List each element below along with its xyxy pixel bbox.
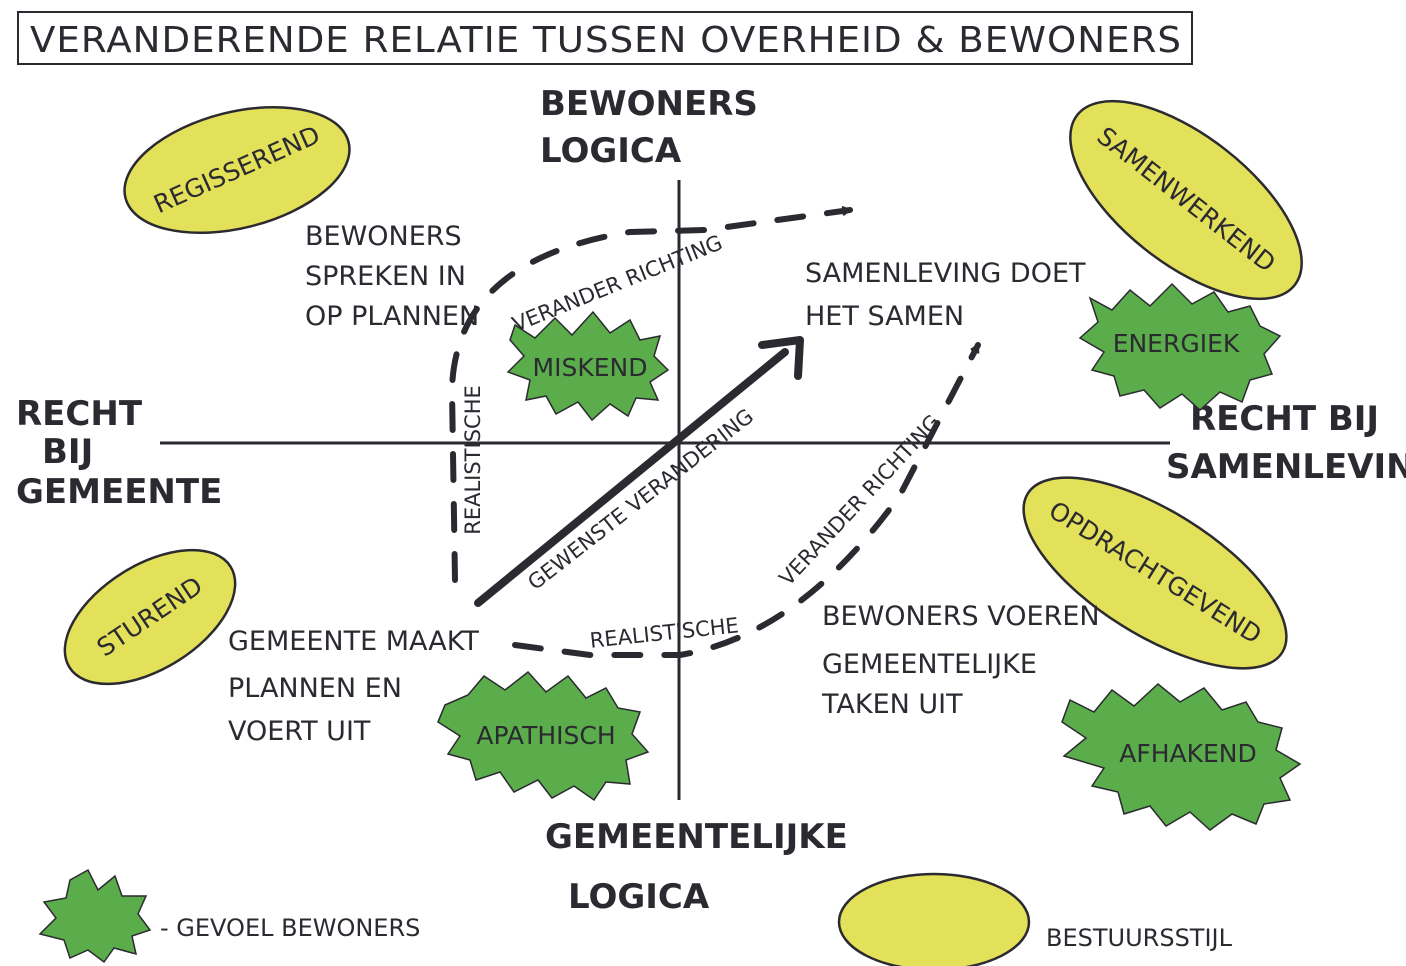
resident-feeling-apathisch: APATHISCH	[437, 670, 650, 802]
axis-label-top-line1: BEWONERS	[540, 84, 758, 124]
note-line: GEMEENTE MAAKT	[228, 626, 479, 657]
resident-feeling-label: APATHISCH	[476, 721, 615, 750]
note-line: BEWONERS VOEREN	[822, 601, 1100, 632]
axis-label-bottom-line2: LOGICA	[568, 877, 710, 917]
axis-label-left-line1: RECHT	[16, 394, 143, 434]
axis-label-left-line3: GEMEENTE	[16, 472, 222, 512]
legend-feeling-label: - GEVOEL BEWONERS	[160, 914, 420, 942]
note-line: SPREKEN IN	[305, 261, 466, 292]
realistic-path-upper-label-curve: VERANDER RICHTING	[509, 230, 726, 336]
axis-label-bottom-line1: GEMEENTELIJKE	[545, 817, 848, 857]
note-top-left: BEWONERS SPREKEN IN OP PLANNEN	[305, 221, 479, 332]
note-line: HET SAMEN	[805, 301, 964, 332]
governance-style-samenwerkend: SAMENWERKEND	[1069, 99, 1303, 301]
resident-feeling-miskend: MISKEND	[506, 310, 670, 422]
note-line: GEMEENTELIJKE	[822, 649, 1037, 680]
axis-label-left-line2: BIJ	[42, 432, 93, 472]
note-line: OP PLANNEN	[305, 301, 479, 332]
legend-feeling: - GEVOEL BEWONERS	[38, 868, 420, 964]
note-top-right: SAMENLEVING DOET HET SAMEN	[805, 258, 1086, 332]
realistic-path-lower	[512, 342, 981, 658]
governance-style-sturend: STUREND	[63, 548, 237, 686]
axis-label-top-line2: LOGICA	[540, 131, 682, 171]
note-line: TAKEN UIT	[821, 689, 963, 720]
legend-feeling-swatch	[38, 868, 152, 964]
diagram-title: VERANDERENDE RELATIE TUSSEN OVERHEID & B…	[30, 20, 1182, 61]
axis-label-right-line2: SAMENLEVING	[1166, 447, 1406, 487]
legend-style-label: BESTUURSSTIJL	[1046, 924, 1233, 952]
realistic-path-lower-label-curve: VERANDER RICHTING	[775, 410, 946, 590]
legend-style: BESTUURSSTIJL	[837, 872, 1233, 966]
legend-style-swatch	[837, 872, 1031, 966]
note-bottom-left: GEMEENTE MAAKT PLANNEN EN VOERT UIT	[228, 626, 479, 747]
note-line: VOERT UIT	[228, 716, 371, 747]
note-line: SAMENLEVING DOET	[805, 258, 1086, 289]
resident-feeling-label: AFHAKEND	[1119, 739, 1257, 768]
realistic-path-upper-label-vertical: REALISTISCHE	[461, 385, 485, 535]
note-line: PLANNEN EN	[228, 673, 402, 704]
realistic-path-upper	[448, 210, 853, 583]
resident-feeling-afhakend: AFHAKEND	[1061, 683, 1302, 831]
resident-feeling-label: MISKEND	[533, 353, 648, 382]
note-bottom-right: BEWONERS VOEREN GEMEENTELIJKE TAKEN UIT	[821, 601, 1100, 720]
desired-change-arrow	[474, 336, 804, 607]
desired-change-label: GEWENSTE VERANDERING	[523, 404, 758, 595]
resident-feeling-energiek: ENERGIEK	[1078, 282, 1282, 412]
title-box	[17, 11, 1193, 65]
note-line: BEWONERS	[305, 221, 462, 252]
governance-style-regisserend: REGISSEREND	[123, 105, 351, 235]
axis-label-right-line1: RECHT BIJ	[1190, 399, 1379, 439]
resident-feeling-label: ENERGIEK	[1113, 329, 1240, 358]
